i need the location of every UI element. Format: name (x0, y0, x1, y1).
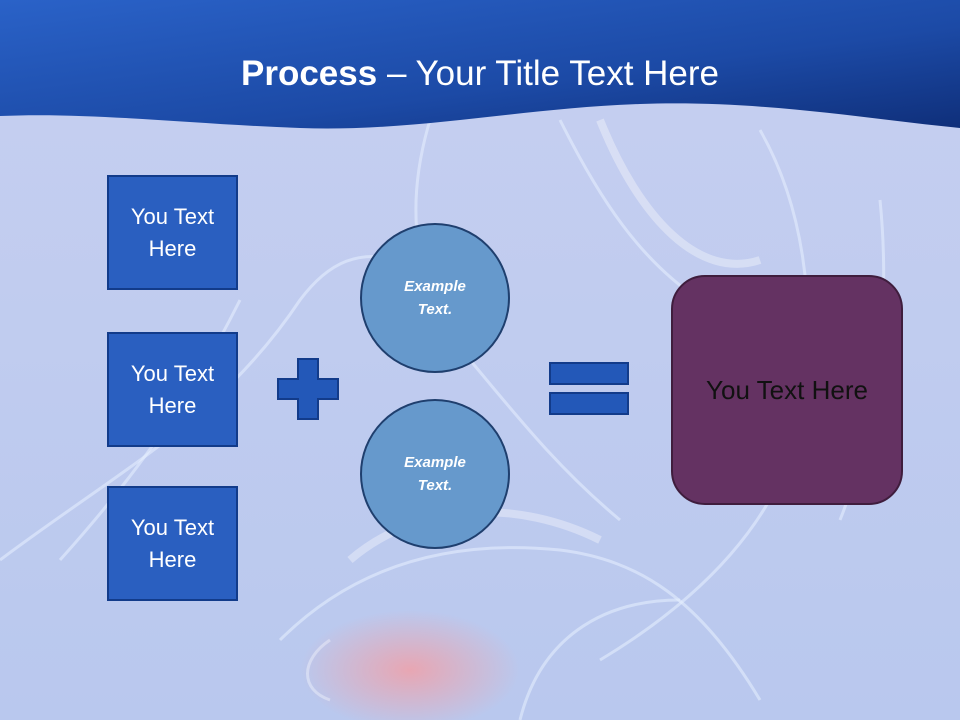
input-box-2-text: You Text Here (130, 360, 215, 418)
example-circle-1[interactable]: Example Text. (360, 223, 510, 373)
example-circle-2[interactable]: Example Text. (360, 399, 510, 549)
input-box-3[interactable]: You Text Here (107, 486, 238, 601)
input-box-1[interactable]: You Text Here (107, 175, 238, 290)
input-box-3-text: You Text Here (130, 514, 215, 572)
plus-icon (277, 358, 339, 420)
example-circle-1-text: Example Text. (404, 278, 466, 318)
equals-icon (549, 362, 629, 415)
result-box-text: You Text Here (706, 374, 868, 405)
input-box-1-text: You Text Here (130, 203, 215, 261)
example-circle-2-text: Example Text. (404, 454, 466, 494)
title-keyword: Process (241, 54, 378, 93)
input-box-2[interactable]: You Text Here (107, 332, 238, 447)
title-rest: – Your Title Text Here (377, 54, 719, 93)
slide-title: Process – Your Title Text Here (0, 52, 960, 96)
result-box[interactable]: You Text Here (671, 275, 903, 505)
